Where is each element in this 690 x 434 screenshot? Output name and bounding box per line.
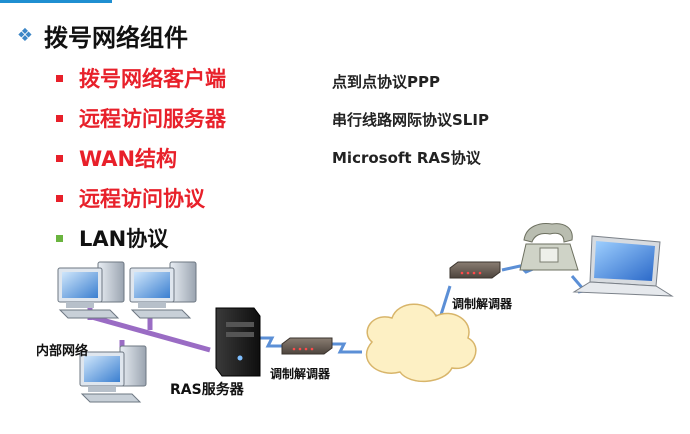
modem-icon	[281, 337, 333, 355]
component-item: 远程访问服务器	[56, 98, 226, 138]
component-item: 拨号网络客户端	[56, 58, 226, 98]
telephone-icon	[519, 223, 579, 271]
square-bullet-icon	[56, 234, 63, 242]
component-item: WAN结构	[56, 138, 226, 178]
component-label: 拨号网络客户端	[79, 67, 226, 91]
modem-icon	[449, 261, 501, 279]
top-accent-line	[0, 0, 112, 3]
protocol-item: 串行线路网际协议SLIP	[332, 110, 489, 129]
component-item: LAN协议	[56, 218, 226, 258]
lan-cable	[87, 313, 211, 353]
square-bullet-icon	[56, 114, 63, 122]
slide-title: ❖ 拨号网络组件	[14, 18, 188, 53]
pc-icon	[79, 345, 147, 403]
internet-cloud-icon	[365, 303, 477, 383]
modem-label: 调制解调器	[452, 296, 513, 311]
component-label: WAN结构	[79, 147, 178, 171]
server-tower-icon	[215, 307, 261, 377]
lan-cables	[87, 300, 211, 356]
laptop-icon	[572, 235, 674, 297]
component-label: 远程访问服务器	[79, 107, 226, 131]
component-item: 远程访问协议	[56, 178, 226, 218]
internal-network-label: 内部网络	[36, 343, 88, 359]
square-bullet-icon	[56, 154, 63, 162]
modem-label: 调制解调器	[270, 366, 331, 381]
square-bullet-icon	[56, 74, 63, 82]
square-bullet-icon	[56, 194, 63, 202]
component-label: 远程访问协议	[79, 187, 205, 211]
protocol-item: Microsoft RAS协议	[332, 148, 481, 167]
component-label: LAN协议	[79, 227, 169, 251]
protocol-item: 点到点协议PPP	[332, 72, 440, 91]
diamond-bullet-icon: ❖	[16, 25, 34, 46]
slide-title-text: 拨号网络组件	[44, 24, 188, 52]
pc-icon	[129, 261, 197, 319]
ras-server-label: RAS服务器	[170, 381, 245, 398]
wan-link	[330, 342, 362, 354]
component-list: 拨号网络客户端 远程访问服务器 WAN结构 远程访问协议 LAN协议	[56, 58, 226, 258]
pc-icon	[57, 261, 125, 319]
wan-link	[258, 336, 282, 348]
protocol-list: 点到点协议PPP 串行线路网际协议SLIP Microsoft RAS协议	[332, 62, 489, 176]
